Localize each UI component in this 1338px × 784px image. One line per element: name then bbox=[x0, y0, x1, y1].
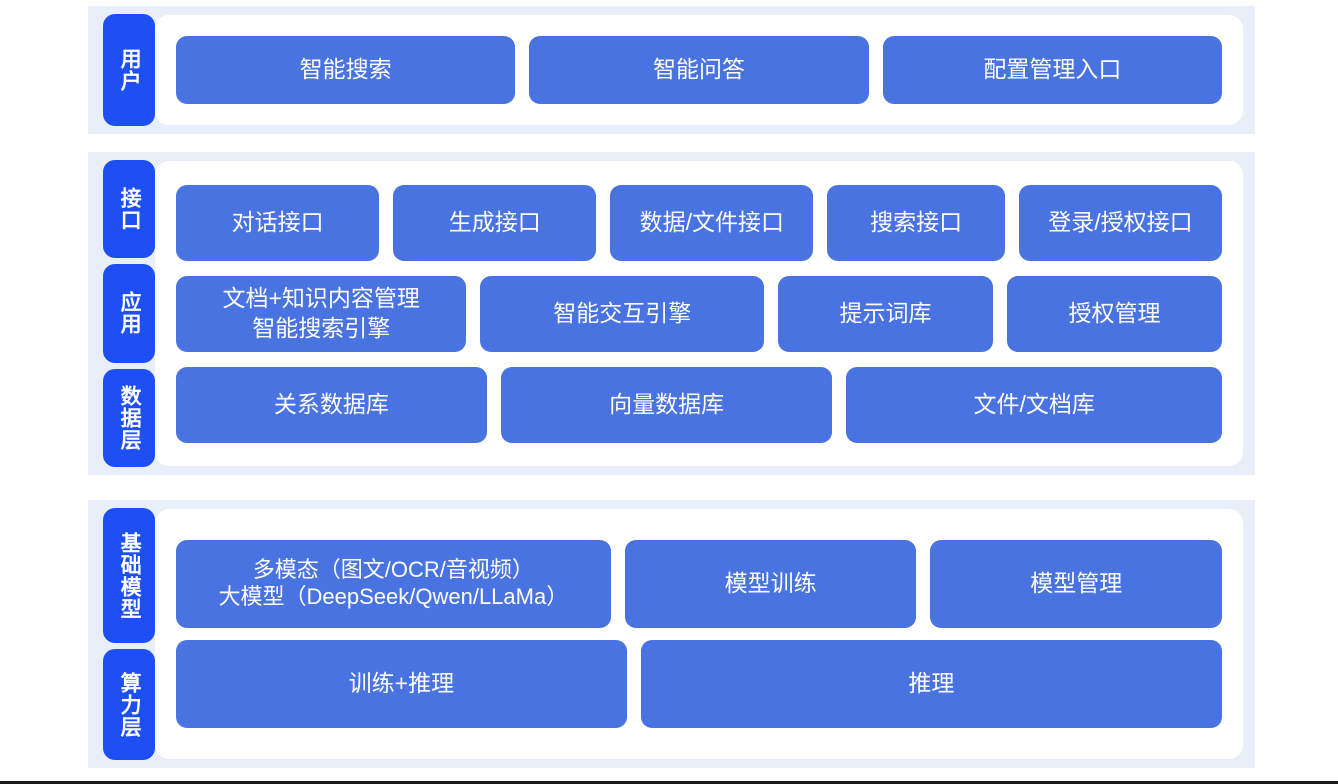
row-data: 关系数据库 向量数据库 文件/文档库 bbox=[176, 366, 1222, 443]
rail-tab-data-layer[interactable]: 数据层 bbox=[103, 368, 155, 467]
box-relational-database[interactable]: 关系数据库 bbox=[176, 366, 487, 443]
box-login-auth-api[interactable]: 登录/授权接口 bbox=[1018, 184, 1223, 261]
box-multimodal-large-model[interactable]: 多模态（图文/OCR/音视频） 大模型（DeepSeek/Qwen/LLaMa） bbox=[176, 540, 611, 628]
box-vector-database[interactable]: 向量数据库 bbox=[500, 366, 833, 443]
box-inference[interactable]: 推理 bbox=[640, 640, 1222, 728]
box-smart-search[interactable]: 智能搜索 bbox=[176, 36, 516, 104]
rail-tab-application[interactable]: 应用 bbox=[103, 264, 155, 363]
section-infra: 基础模型 算力层 多模态（图文/OCR/音视频） 大模型（DeepSeek/Qw… bbox=[88, 500, 1255, 768]
rail-infra: 基础模型 算力层 bbox=[88, 500, 155, 768]
box-file-document-store[interactable]: 文件/文档库 bbox=[846, 366, 1222, 443]
card-infra: 多模态（图文/OCR/音视频） 大模型（DeepSeek/Qwen/LLaMa）… bbox=[155, 509, 1243, 759]
box-doc-knowledge-search-engine[interactable]: 文档+知识内容管理 智能搜索引擎 bbox=[176, 275, 467, 352]
rail-tab-foundation-model[interactable]: 基础模型 bbox=[103, 508, 155, 644]
box-config-management-entry[interactable]: 配置管理入口 bbox=[882, 36, 1222, 104]
row-application: 文档+知识内容管理 智能搜索引擎 智能交互引擎 提示词库 授权管理 bbox=[176, 275, 1223, 352]
rail-tab-user[interactable]: 用户 bbox=[103, 14, 155, 126]
row-model: 多模态（图文/OCR/音视频） 大模型（DeepSeek/Qwen/LLaMa）… bbox=[176, 540, 1222, 628]
section-user: 用户 智能搜索 智能问答 配置管理入口 bbox=[88, 6, 1255, 134]
section-middle: 接口 应用 数据层 对话接口 生成接口 数据/文件接口 搜索接口 登录/授权接口… bbox=[88, 152, 1255, 475]
row-user-entries: 智能搜索 智能问答 配置管理入口 bbox=[176, 36, 1222, 104]
card-user: 智能搜索 智能问答 配置管理入口 bbox=[155, 15, 1243, 125]
box-search-api[interactable]: 搜索接口 bbox=[827, 184, 1005, 261]
row-interface: 对话接口 生成接口 数据/文件接口 搜索接口 登录/授权接口 bbox=[176, 184, 1223, 261]
bottom-divider bbox=[0, 781, 1338, 784]
rail-middle: 接口 应用 数据层 bbox=[88, 152, 155, 475]
box-training-plus-inference[interactable]: 训练+推理 bbox=[176, 640, 627, 728]
box-authorization-management[interactable]: 授权管理 bbox=[1007, 275, 1223, 352]
rail-user: 用户 bbox=[88, 6, 155, 134]
box-smart-interaction-engine[interactable]: 智能交互引擎 bbox=[480, 275, 765, 352]
box-smart-qa[interactable]: 智能问答 bbox=[529, 36, 869, 104]
box-model-training[interactable]: 模型训练 bbox=[624, 540, 917, 628]
box-prompt-library[interactable]: 提示词库 bbox=[778, 275, 994, 352]
row-compute: 训练+推理 推理 bbox=[176, 640, 1222, 728]
box-model-management[interactable]: 模型管理 bbox=[930, 540, 1222, 628]
rail-tab-interface[interactable]: 接口 bbox=[103, 160, 155, 259]
box-generation-api[interactable]: 生成接口 bbox=[393, 184, 597, 261]
box-dialog-api[interactable]: 对话接口 bbox=[176, 184, 380, 261]
rail-tab-compute-layer[interactable]: 算力层 bbox=[103, 649, 155, 760]
card-middle: 对话接口 生成接口 数据/文件接口 搜索接口 登录/授权接口 文档+知识内容管理… bbox=[155, 161, 1243, 466]
box-data-file-api[interactable]: 数据/文件接口 bbox=[610, 184, 814, 261]
